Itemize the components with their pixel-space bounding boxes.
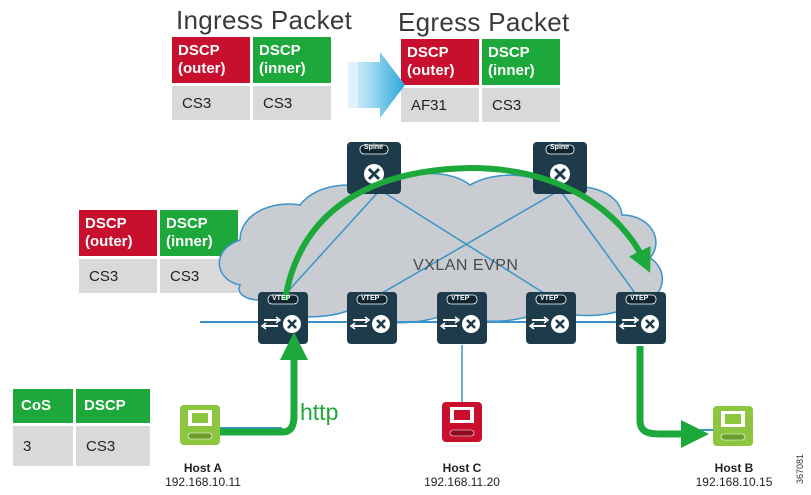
spine-label-right: Spine [550, 144, 570, 151]
cos-header: CoS [13, 389, 73, 423]
ingress-value-inner: CS3 [253, 86, 331, 120]
vxlan-header-outer: DSCP (outer) [79, 210, 157, 256]
egress-value-inner: CS3 [482, 88, 560, 122]
vxlan-header-inner-l2: (inner) [166, 233, 213, 250]
cos-value: 3 [13, 426, 73, 466]
cloud-label: VXLAN EVPN [413, 257, 519, 274]
host-b-label: Host B 192.168.10.15 [688, 461, 780, 489]
vxlan-value-outer: CS3 [79, 259, 157, 293]
egress-header-outer: DSCP (outer) [401, 39, 479, 85]
egress-header-inner: DSCP (inner) [482, 39, 560, 85]
ingress-value-outer: CS3 [172, 86, 250, 120]
vtep-label: VTEP [272, 295, 291, 302]
ingress-header-inner-l1: DSCP [259, 42, 301, 59]
egress-title: Egress Packet [398, 7, 570, 37]
ingress-header-inner: DSCP (inner) [253, 37, 331, 83]
flow-ingress-arrow [220, 332, 308, 436]
vxlan-packet-table: DSCP (outer) DSCP (inner) CS3 CS3 [76, 207, 241, 296]
egress-header-outer-l2: (outer) [407, 62, 455, 79]
ingress-header-inner-l2: (inner) [259, 60, 306, 77]
host-b-ip: 192.168.10.15 [695, 475, 773, 489]
host-c-ip: 192.168.11.20 [424, 475, 500, 489]
vtep-label: VTEP [540, 295, 559, 302]
vtep-label: VTEP [451, 295, 470, 302]
dscp-value: CS3 [76, 426, 150, 466]
egress-header-outer-l1: DSCP [407, 44, 449, 61]
vtep-label: VTEP [630, 295, 649, 302]
ingress-header-outer-l2: (outer) [178, 60, 226, 77]
host-c-device [442, 402, 482, 442]
cos-dscp-table: CoS DSCP 3 CS3 [10, 386, 153, 469]
transform-arrow [348, 52, 405, 118]
host-c-label: Host C 192.168.11.20 [416, 461, 508, 489]
ingress-header-outer-l1: DSCP [178, 42, 220, 59]
egress-value-outer: AF31 [401, 88, 479, 122]
figure-id: 367081 [795, 453, 805, 484]
host-c-name: Host C [442, 461, 482, 475]
spine-links [279, 189, 641, 301]
ingress-header-outer: DSCP (outer) [172, 37, 250, 83]
dscp-header: DSCP [76, 389, 150, 423]
host-a-device [180, 405, 220, 445]
vtep-label: VTEP [361, 295, 380, 302]
host-b-name: Host B [714, 461, 754, 475]
host-a-ip: 192.168.10.11 [165, 475, 241, 489]
ingress-title: Ingress Packet [176, 5, 353, 35]
egress-packet-table: DSCP (outer) DSCP (inner) AF31 CS3 [398, 36, 563, 125]
host-a-label: Host A 192.168.10.11 [158, 461, 248, 489]
host-a-name: Host A [183, 461, 223, 475]
flow-egress-arrow [636, 346, 709, 448]
flow-label: http [300, 399, 339, 425]
ingress-packet-table: DSCP (outer) DSCP (inner) CS3 CS3 [169, 34, 334, 123]
vxlan-header-outer-l1: DSCP [85, 215, 127, 232]
host-b-device [713, 406, 753, 446]
egress-header-inner-l2: (inner) [488, 62, 535, 79]
spine-label-left: Spine [364, 144, 384, 151]
vxlan-value-inner: CS3 [160, 259, 238, 293]
egress-header-inner-l1: DSCP [488, 44, 530, 61]
vxlan-header-inner: DSCP (inner) [160, 210, 238, 256]
flow-arc-arrow [282, 164, 651, 301]
vxlan-header-inner-l1: DSCP [166, 215, 208, 232]
vxlan-header-outer-l2: (outer) [85, 233, 133, 250]
